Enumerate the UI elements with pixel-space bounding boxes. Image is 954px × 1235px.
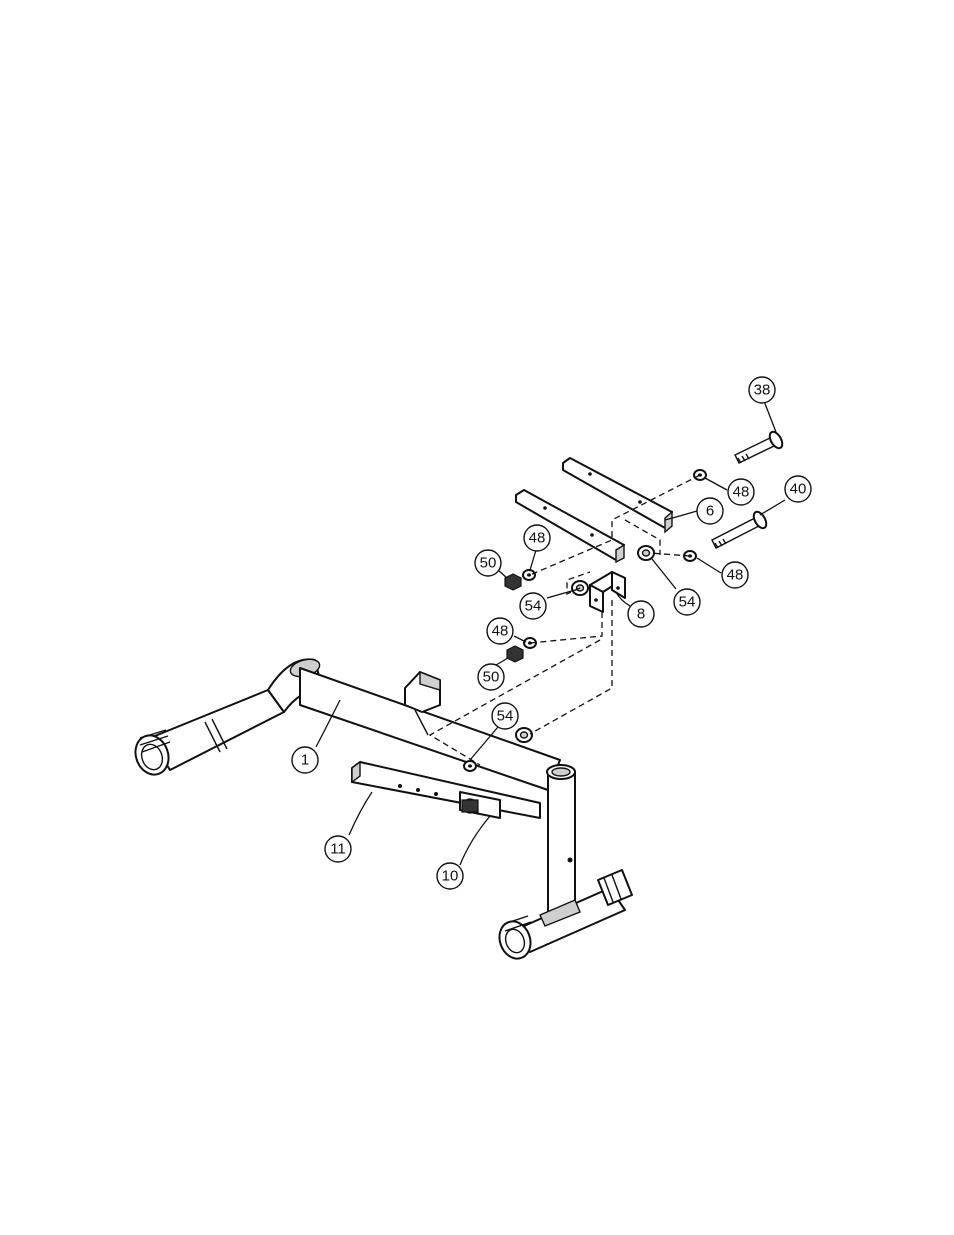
callout-48-top-label: 48: [733, 484, 750, 501]
callout-10: 10: [437, 863, 463, 889]
washer-48-left: [523, 570, 535, 580]
callout-11: 11: [325, 836, 351, 862]
callout-11-label: 11: [330, 841, 346, 858]
callout-48-lower-label: 48: [492, 623, 509, 640]
callout-10-label: 10: [442, 868, 459, 885]
callout-48-left: 48: [524, 525, 550, 551]
callout-40: 40: [785, 476, 811, 502]
callout-54-lower-label: 54: [497, 708, 514, 725]
callout-50-lower-label: 50: [483, 669, 500, 686]
callout-50-top-label: 50: [480, 555, 497, 572]
callout-54-left-label: 54: [525, 598, 542, 615]
callout-54-right-label: 54: [679, 594, 696, 611]
callout-6: 6: [697, 498, 723, 524]
callout-50-top: 50: [475, 550, 501, 576]
callout-1: 1: [292, 747, 318, 773]
callout-48-lower: 48: [487, 618, 513, 644]
bushing-54-lower: [516, 728, 532, 742]
main-frame: [130, 656, 632, 963]
callout-8-label: 8: [637, 606, 645, 623]
bolt-38: [735, 430, 785, 463]
callout-48-right-label: 48: [727, 567, 744, 584]
callout-54-left: 54: [520, 593, 546, 619]
nut-50-top: [505, 574, 521, 590]
hinge-plate: [590, 572, 625, 612]
callout-8: 8: [628, 601, 654, 627]
callout-48-left-label: 48: [529, 530, 546, 547]
callout-50-lower: 50: [478, 664, 504, 690]
bushing-54-right: [638, 546, 654, 560]
callout-6-label: 6: [706, 503, 714, 520]
callout-54-lower: 54: [492, 703, 518, 729]
callout-38-label: 38: [754, 382, 771, 399]
washer-frame: [464, 761, 476, 771]
callout-1-label: 1: [301, 752, 309, 769]
callout-48-right: 48: [722, 562, 748, 588]
nut-50-lower: [507, 646, 523, 662]
callout-54-right: 54: [674, 589, 700, 615]
callout-38: 38: [749, 377, 775, 403]
callout-40-label: 40: [790, 481, 807, 498]
callout-48-top: 48: [728, 479, 754, 505]
